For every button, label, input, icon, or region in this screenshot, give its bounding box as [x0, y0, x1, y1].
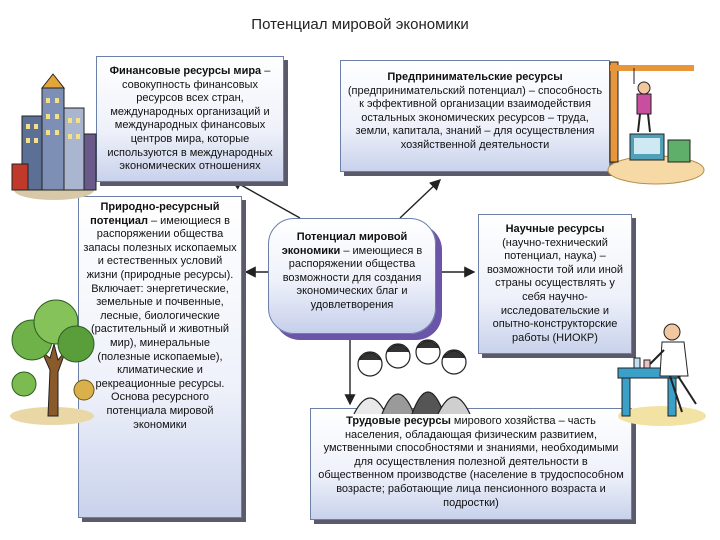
financial-resources-heading: Финансовые ресурсы мира: [109, 65, 262, 77]
scientific-resources-heading: Научные ресурсы: [505, 223, 605, 235]
entrepreneurial-resources-text: (предпринимательский потенциал) – способ…: [347, 84, 603, 151]
entrepreneurial-resources-box: Предпринимательские ресурсы(предпринимат…: [340, 60, 610, 172]
labor-resources-heading: Трудовые ресурсы: [346, 415, 451, 427]
people-group-illustration: [353, 339, 471, 414]
arrow-to-financial: [230, 179, 301, 219]
worker-computer-illustration: [607, 61, 705, 185]
financial-resources-text: – совокупность финансовых ресурсов всех …: [107, 65, 273, 173]
scientist-illustration: [617, 323, 706, 426]
world-economy-potential-box: Потенциал мировой экономики – имеющиеся …: [268, 218, 436, 334]
world-economy-potential-text: – имеющиеся в распоряжении общества возм…: [282, 244, 423, 311]
labor-resources-text: мирового хозяйства – часть населения, об…: [318, 415, 624, 509]
skyscrapers-illustration: [11, 73, 97, 200]
financial-resources-box: Финансовые ресурсы мира – совокупность ф…: [96, 56, 284, 182]
scientific-resources-box: Научные ресурсы(научно-технический потен…: [478, 214, 632, 354]
natural-resource-text: – имеющиеся в распоряжении общества запа…: [83, 214, 237, 431]
world-economy-potential-heading: Потенциал мировой экономики: [281, 231, 408, 257]
arrow-to-entrepreneurial: [399, 179, 442, 219]
tree-illustration: [10, 299, 95, 425]
natural-resource-box: Природно-ресурсный потенциал – имеющиеся…: [78, 196, 242, 518]
natural-resource-heading: Природно-ресурсный потенциал: [90, 201, 220, 227]
page-title: Потенциал мировой экономики: [251, 16, 469, 33]
scientific-resources-text: (научно-технический потенциал, наука) – …: [486, 236, 624, 344]
entrepreneurial-resources-heading: Предпринимательские ресурсы: [387, 71, 563, 83]
labor-resources-box: Трудовые ресурсы мирового хозяйства – ча…: [310, 408, 632, 520]
